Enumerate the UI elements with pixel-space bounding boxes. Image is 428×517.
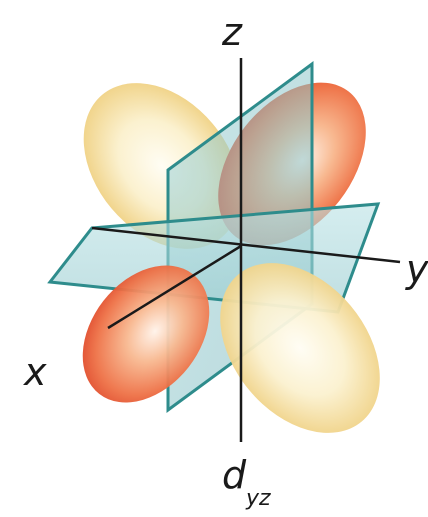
lower-right-yellow-lobe bbox=[220, 263, 380, 433]
lower-left-red-lobe bbox=[82, 265, 210, 403]
x-axis-label: x bbox=[23, 350, 47, 394]
z-axis-label: z bbox=[221, 10, 243, 54]
y-axis-line bbox=[91, 226, 401, 264]
y-axis-label: y bbox=[405, 247, 428, 291]
orbital-symbol: d bbox=[222, 453, 247, 497]
axes bbox=[91, 58, 401, 442]
orbital-subscript: yz bbox=[245, 486, 271, 511]
x-axis-line bbox=[107, 244, 242, 330]
